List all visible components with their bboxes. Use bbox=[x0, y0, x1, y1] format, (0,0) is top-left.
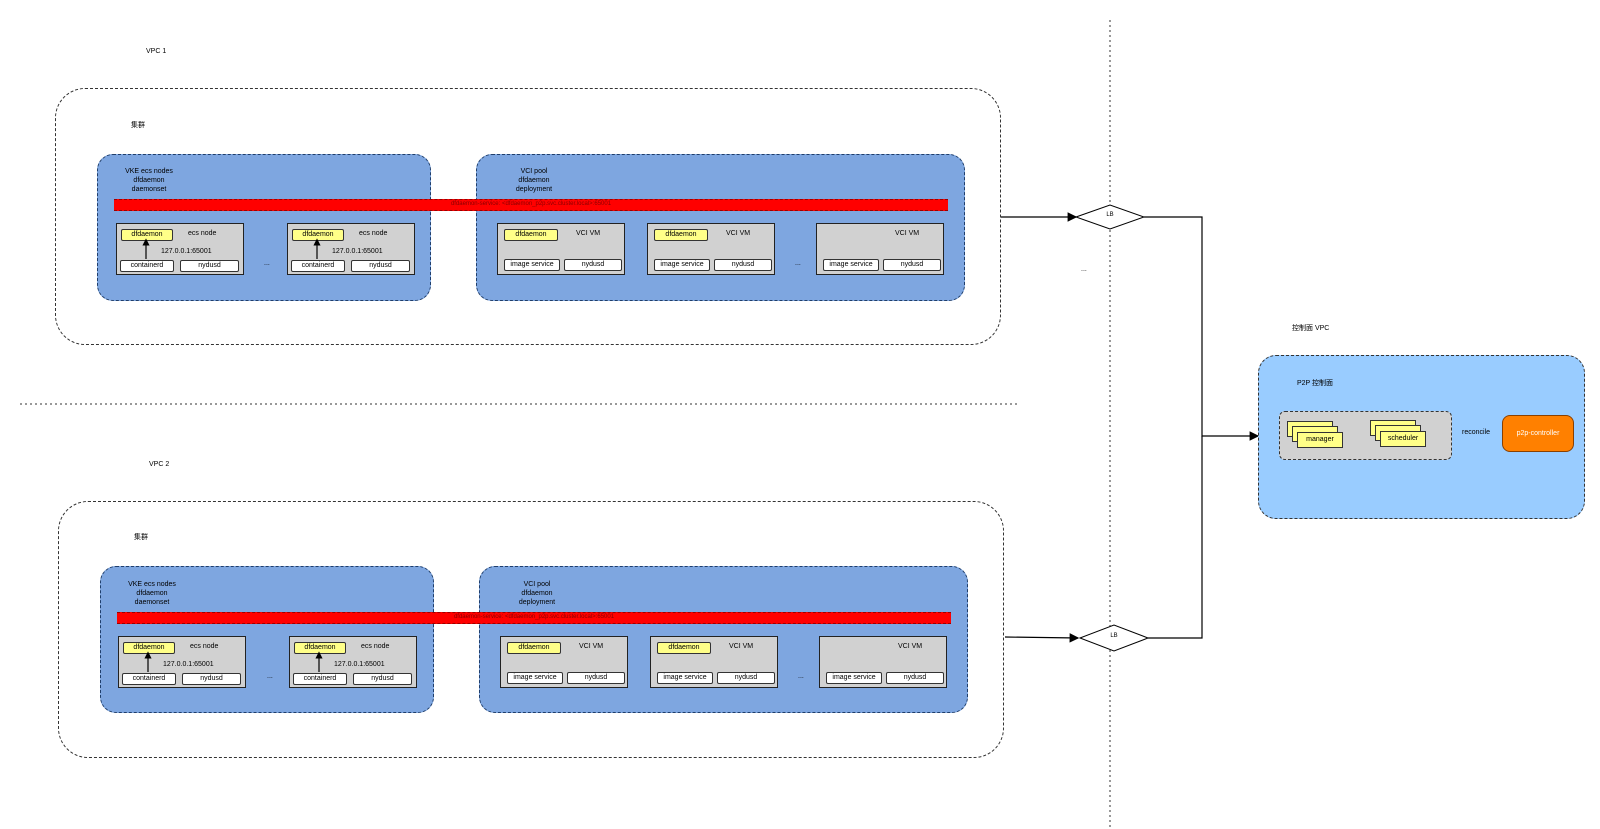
node-address: 127.0.0.1:65001 bbox=[161, 248, 212, 255]
vpc1-cluster-label: 集群 bbox=[131, 122, 145, 129]
middle-ellipsis: ... bbox=[1081, 266, 1087, 273]
vpc1-label: VPC 1 bbox=[146, 48, 167, 55]
vpc1-service-bar: dfdaemon-service: <dfdaemon_p2p.svc.clus… bbox=[114, 199, 948, 211]
nydusd-pill: nydusd bbox=[883, 259, 941, 271]
vpc1-vke-pool-title: VKE ecs nodes dfdaemon daemonset bbox=[125, 168, 173, 193]
edge-lb2-control bbox=[1148, 436, 1203, 639]
containerd-pill: containerd bbox=[293, 673, 347, 685]
node-title: VCI VM bbox=[729, 643, 754, 650]
vpc2-vci-node-1: dfdaemon VCI VM image service nydusd bbox=[500, 636, 628, 688]
vpc2-ecs-node-1: dfdaemon ecs node 127.0.0.1:65001 contai… bbox=[118, 636, 246, 688]
reconcile-label: reconcile bbox=[1462, 429, 1491, 436]
nydusd-pill: nydusd bbox=[714, 259, 772, 271]
node-title: ecs node bbox=[359, 230, 388, 237]
lb1-diamond bbox=[1074, 204, 1146, 230]
nydusd-pill: nydusd bbox=[182, 673, 241, 685]
dfdaemon-tag: dfdaemon bbox=[507, 642, 561, 654]
vpc1-vci-node-2: dfdaemon VCI VM image service nydusd bbox=[647, 223, 775, 275]
vpc2-vke-pool-title: VKE ecs nodes dfdaemon daemonset bbox=[128, 581, 176, 606]
image-service-pill: image service bbox=[654, 259, 710, 271]
node-address: 127.0.0.1:65001 bbox=[163, 661, 214, 668]
vpc2-vci-node-3: VCI VM image service nydusd bbox=[819, 636, 947, 688]
lb1-label: LB bbox=[1106, 212, 1114, 218]
vpc1-vci-node-3: VCI VM image service nydusd bbox=[816, 223, 944, 275]
vpc2-vci-node-2: dfdaemon VCI VM image service nydusd bbox=[650, 636, 778, 688]
vpc1-vci-ellipsis: ... bbox=[795, 260, 801, 267]
dfdaemon-tag: dfdaemon bbox=[504, 229, 558, 241]
node-address: 127.0.0.1:65001 bbox=[334, 661, 385, 668]
dfdaemon-tag: dfdaemon bbox=[657, 642, 711, 654]
vpc1-ecs-node-2: dfdaemon ecs node 127.0.0.1:65001 contai… bbox=[287, 223, 415, 275]
vpc1-vci-node-1: dfdaemon VCI VM image service nydusd bbox=[497, 223, 625, 275]
vpc2-label: VPC 2 bbox=[149, 461, 170, 468]
image-service-pill: image service bbox=[657, 672, 713, 684]
vpc2-ecs-ellipsis: ... bbox=[267, 673, 273, 680]
image-service-pill: image service bbox=[826, 672, 882, 684]
vpc2-service-bar: dfdaemon-service: <dfdaemon_p2p.svc.clus… bbox=[117, 612, 951, 624]
dfdaemon-tag: dfdaemon bbox=[654, 229, 708, 241]
node-title: VCI VM bbox=[579, 643, 604, 650]
nydusd-pill: nydusd bbox=[351, 260, 410, 272]
containerd-pill: containerd bbox=[120, 260, 174, 272]
containerd-pill: containerd bbox=[291, 260, 345, 272]
node-title: VCI VM bbox=[726, 230, 751, 237]
node-title: VCI VM bbox=[895, 230, 920, 237]
node-address: 127.0.0.1:65001 bbox=[332, 248, 383, 255]
vpc2-vci-ellipsis: ... bbox=[798, 673, 804, 680]
nydusd-pill: nydusd bbox=[564, 259, 622, 271]
image-service-pill: image service bbox=[507, 672, 563, 684]
control-vpc-label: 控制面 VPC bbox=[1292, 325, 1330, 332]
p2p-control-plane-label: P2P 控制面 bbox=[1297, 380, 1334, 387]
image-service-pill: image service bbox=[823, 259, 879, 271]
vpc1-vci-pool-title: VCI pool dfdaemon deployment bbox=[515, 168, 553, 193]
node-title: ecs node bbox=[190, 643, 219, 650]
nydusd-pill: nydusd bbox=[567, 672, 625, 684]
node-title: ecs node bbox=[188, 230, 217, 237]
p2p-controller-box: p2p-controller bbox=[1502, 415, 1574, 452]
node-title: VCI VM bbox=[898, 643, 923, 650]
vpc1-ecs-ellipsis: ... bbox=[264, 260, 270, 267]
nydusd-pill: nydusd bbox=[717, 672, 775, 684]
node-title: VCI VM bbox=[576, 230, 601, 237]
edge-cluster2-lb bbox=[1004, 633, 1080, 643]
edge-lb1-control bbox=[1144, 216, 1260, 441]
image-service-pill: image service bbox=[504, 259, 560, 271]
manager-box: manager bbox=[1297, 432, 1343, 448]
nydusd-pill: nydusd bbox=[353, 673, 412, 685]
lb2-label: LB bbox=[1110, 633, 1118, 639]
vpc2-vci-pool-title: VCI pool dfdaemon deployment bbox=[518, 581, 556, 606]
scheduler-box: scheduler bbox=[1380, 431, 1426, 447]
lb2-diamond bbox=[1078, 624, 1150, 652]
vpc1-ecs-node-1: dfdaemon ecs node 127.0.0.1:65001 contai… bbox=[116, 223, 244, 275]
nydusd-pill: nydusd bbox=[180, 260, 239, 272]
containerd-pill: containerd bbox=[122, 673, 176, 685]
nydusd-pill: nydusd bbox=[886, 672, 944, 684]
vpc2-cluster-label: 集群 bbox=[134, 534, 148, 541]
node-title: ecs node bbox=[361, 643, 390, 650]
